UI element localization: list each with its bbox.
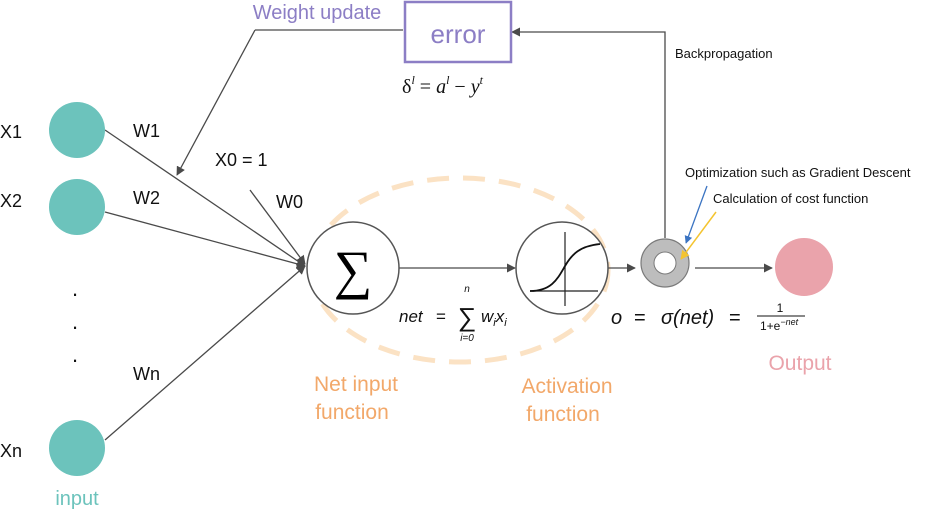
- edge-x2: [104, 211, 306, 269]
- input-node-x2: [49, 179, 105, 235]
- output-node: [775, 238, 833, 296]
- input-label-x1: X1: [0, 122, 22, 142]
- net-formula: net = n ∑ i=0 wixi: [399, 284, 507, 344]
- backpropagation-label: Backpropagation: [675, 46, 773, 61]
- edge-xn: [104, 265, 306, 441]
- input-caption: input: [55, 488, 99, 510]
- net-input-caption-line2: function: [315, 401, 389, 424]
- edge-x0: [249, 189, 306, 265]
- svg-text:=: =: [729, 307, 741, 329]
- svg-text:=: =: [634, 307, 646, 329]
- svg-text:net: net: [399, 307, 424, 326]
- input-node-x1: [49, 102, 105, 158]
- error-box[interactable]: [403, 0, 513, 64]
- weight-update-arrow: [176, 29, 256, 176]
- ellipsis-dot-2: ·: [71, 314, 78, 339]
- input-label-xn: Xn: [0, 441, 22, 461]
- activation-node: [515, 221, 609, 315]
- backpropagation-arrow: [511, 27, 666, 238]
- input-node-xn: [49, 420, 105, 476]
- svg-text:∑: ∑: [458, 302, 477, 332]
- svg-text:wixi: wixi: [481, 307, 507, 329]
- summation-node: [306, 221, 400, 315]
- weight-label-w1: W1: [133, 121, 160, 141]
- svg-text:o: o: [611, 307, 622, 329]
- net-input-caption-line1: Net input: [314, 373, 398, 396]
- activation-caption-line1: Activation: [521, 375, 612, 398]
- svg-text:1+e−net: 1+e−net: [760, 317, 799, 333]
- svg-text:1: 1: [777, 301, 784, 315]
- bias-input-label: X0 = 1: [215, 150, 268, 170]
- sigmoid-curve-icon: [529, 232, 601, 306]
- error-label: error: [431, 19, 486, 49]
- optimization-pointer: [684, 185, 708, 244]
- optimizer-ring-hole: [653, 251, 677, 275]
- ellipsis-dot-1: ·: [71, 281, 78, 306]
- activation-caption-line2: function: [526, 403, 600, 426]
- delta-formula: δl = al − yt: [402, 73, 484, 98]
- svg-text:n: n: [464, 284, 470, 295]
- optimization-label: Optimization such as Gradient Descent: [685, 165, 911, 180]
- output-formula: o = σ(net) = 1 1+e−net: [611, 301, 805, 333]
- input-label-x2: X2: [0, 191, 22, 211]
- svg-text:i=0: i=0: [460, 333, 474, 344]
- weight-label-wn: Wn: [133, 364, 160, 384]
- bias-weight-label: W0: [276, 192, 303, 212]
- edge-x1: [104, 129, 306, 267]
- summation-icon: ∑: [334, 240, 373, 300]
- weight-update-label: Weight update: [253, 2, 382, 24]
- svg-text:=: =: [436, 307, 446, 326]
- ellipsis-dot-3: ·: [71, 347, 78, 372]
- output-caption: Output: [768, 352, 831, 375]
- svg-text:σ(net): σ(net): [661, 307, 714, 329]
- cost-label: Calculation of cost function: [713, 191, 868, 206]
- cost-pointer: [680, 211, 717, 260]
- weight-label-w2: W2: [133, 188, 160, 208]
